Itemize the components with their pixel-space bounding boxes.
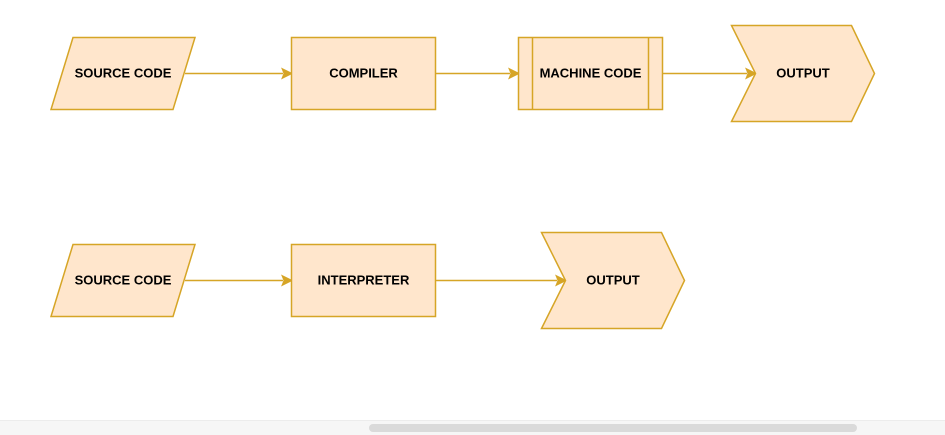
- node-machine-code[interactable]: MACHINE CODE: [517, 36, 664, 111]
- node-interpreter[interactable]: INTERPRETER: [290, 243, 437, 318]
- scrollbar-thumb[interactable]: [369, 424, 857, 432]
- node-label: OUTPUT: [586, 272, 640, 287]
- edge-interpreter-to-output[interactable]: [436, 274, 568, 287]
- node-compiler[interactable]: COMPILER: [290, 36, 437, 111]
- node-label: SOURCE CODE: [75, 65, 172, 80]
- node-label: INTERPRETER: [318, 272, 410, 287]
- node-source-code[interactable]: SOURCE CODE: [49, 243, 197, 318]
- node-label: SOURCE CODE: [75, 272, 172, 287]
- node-label: MACHINE CODE: [540, 65, 642, 80]
- node-label: OUTPUT: [776, 65, 830, 80]
- edge-machine-code-to-output[interactable]: [662, 67, 758, 80]
- edge-source-to-interpreter[interactable]: [185, 274, 294, 287]
- horizontal-scrollbar[interactable]: [0, 420, 945, 435]
- node-output[interactable]: OUTPUT: [540, 231, 686, 330]
- node-output[interactable]: OUTPUT: [730, 24, 876, 123]
- edge-compiler-to-machine-code[interactable]: [436, 67, 521, 80]
- node-label: COMPILER: [329, 65, 398, 80]
- edge-source-to-compiler[interactable]: [185, 67, 294, 80]
- node-source-code[interactable]: SOURCE CODE: [49, 36, 197, 111]
